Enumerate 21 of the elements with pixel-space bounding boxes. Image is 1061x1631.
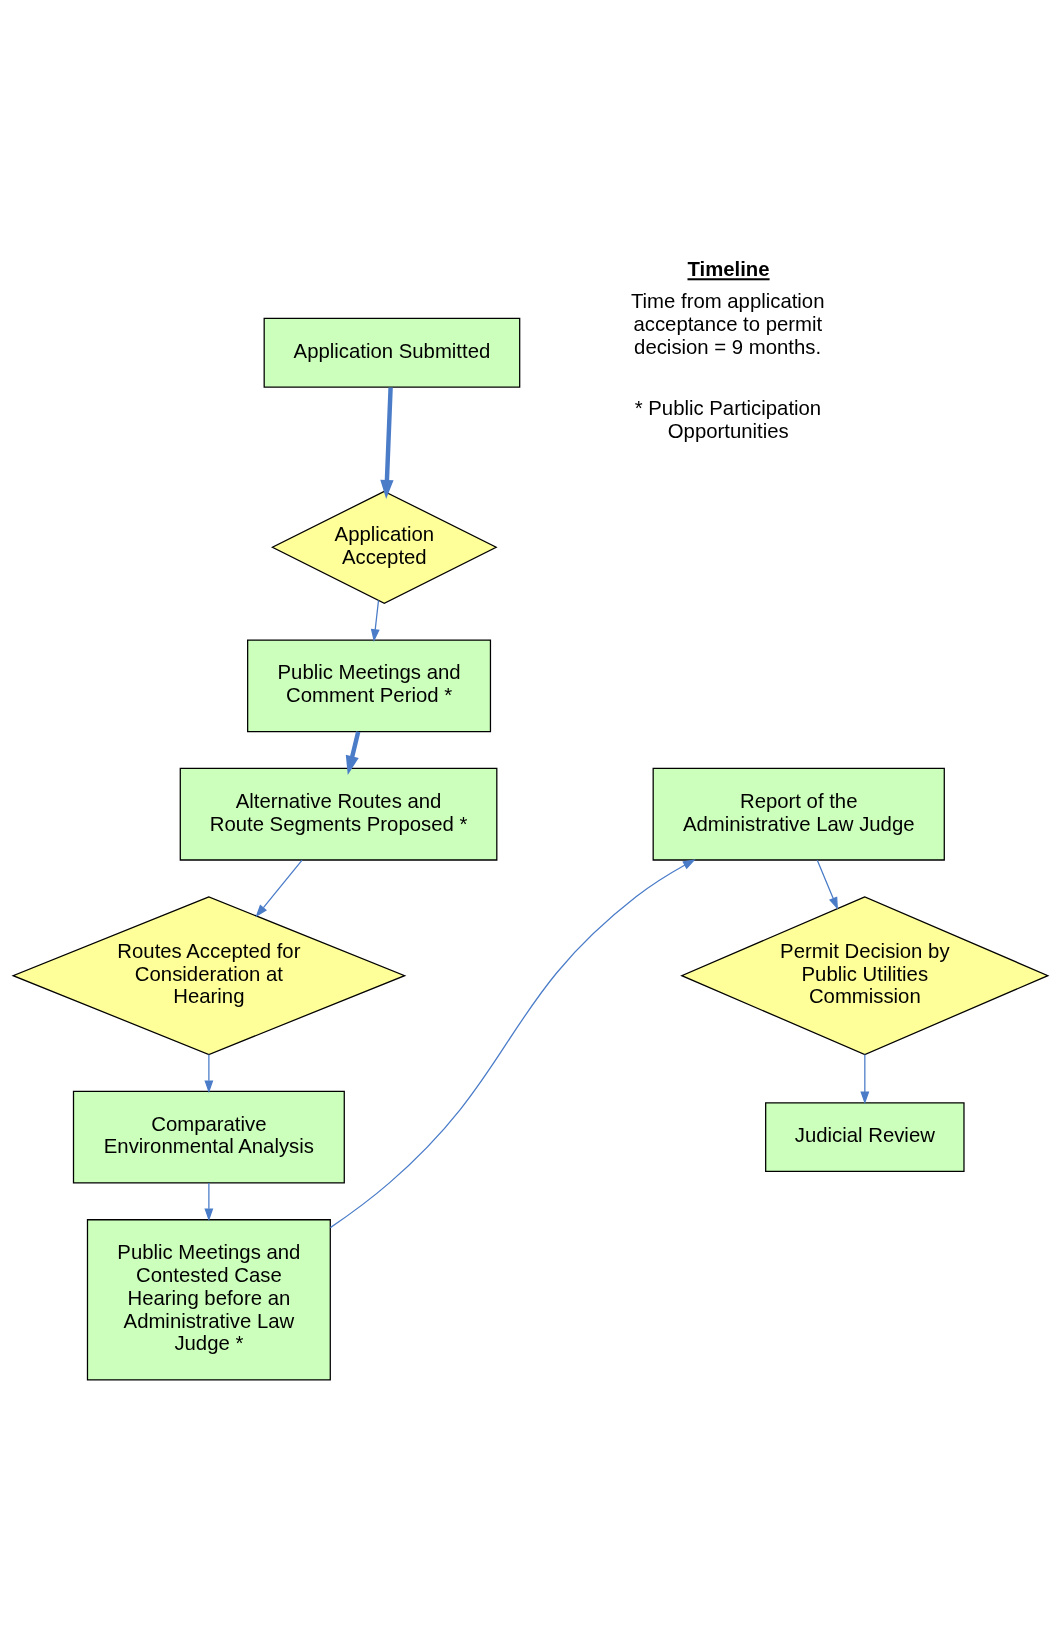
- arrow: [345, 731, 361, 775]
- label: Timeline: [687, 258, 770, 281]
- node-box: Public Meetings and Contested Case Hearing before an Administrative Law Judge *: [86, 1219, 331, 1381]
- node-box: Comparative Environmental Analysis: [72, 1090, 345, 1184]
- arrow: [370, 599, 380, 642]
- node-diamond: Application Accepted: [271, 490, 498, 604]
- node-box: Alternative Routes and Route Segments Proposed *: [179, 767, 498, 861]
- arrow: [380, 387, 394, 500]
- arrow: [204, 1182, 214, 1222]
- arrow: [204, 1053, 214, 1094]
- arrow: [860, 1053, 870, 1105]
- arrow: [816, 859, 838, 910]
- label: Time from application acceptance to permit decision = 9 months.: [630, 290, 825, 358]
- label: * Public Participation Opportunities: [634, 396, 822, 442]
- node-box: Public Meetings and Comment Period *: [247, 639, 492, 733]
- node-diamond: Routes Accepted for Consideration at Hearing: [11, 896, 407, 1056]
- node-box: Report of the Administrative Law Judge: [652, 767, 945, 861]
- node-box: Judicial Review: [765, 1102, 965, 1173]
- node-box: Application Submitted: [263, 317, 521, 388]
- arrow: [329, 859, 696, 1229]
- arrow: [255, 859, 303, 918]
